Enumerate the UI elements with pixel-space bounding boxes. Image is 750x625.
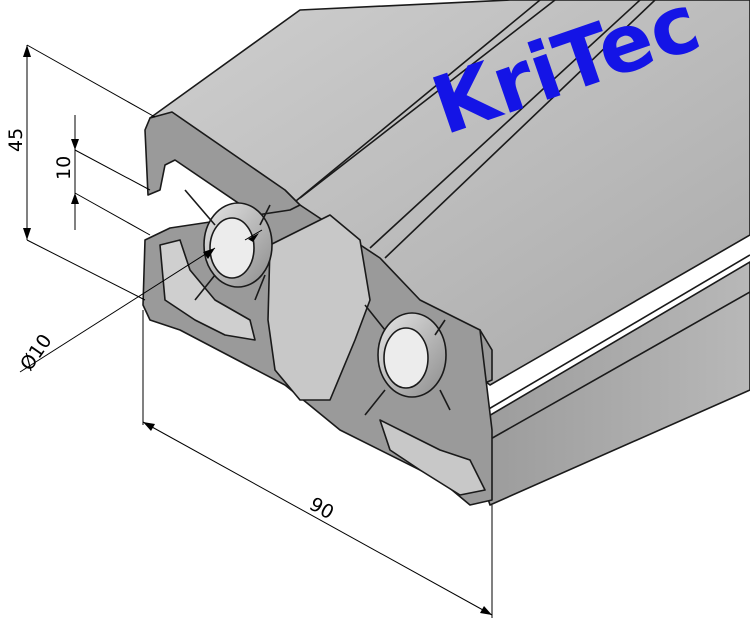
dimension-slot: 10 <box>53 115 151 236</box>
dimension-height: 45 <box>5 44 156 301</box>
profile-cross-section <box>142 111 493 506</box>
profile-lower-face <box>464 254 750 506</box>
dimension-slot-label: 10 <box>53 156 75 180</box>
dimension-height-label: 45 <box>5 128 27 152</box>
dimension-width-label: 90 <box>306 493 338 524</box>
